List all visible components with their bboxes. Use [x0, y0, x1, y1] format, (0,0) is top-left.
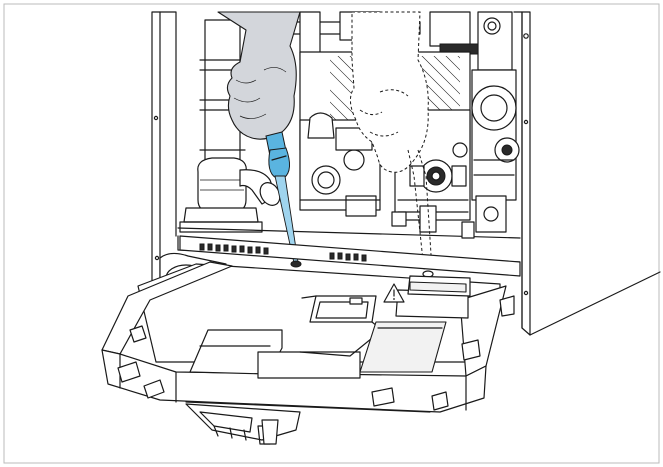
image-frame: [3, 3, 660, 464]
vent-slots-middle: [329, 252, 367, 262]
gloved-hand-left: [217, 11, 301, 140]
gloved-hand-right-ghost: [350, 11, 433, 271]
syringe: [265, 131, 299, 264]
warning-symbol: [383, 283, 405, 303]
tray-cover: [101, 235, 521, 445]
vent-slots-left: [199, 243, 269, 255]
boiler-internals: [179, 11, 520, 239]
